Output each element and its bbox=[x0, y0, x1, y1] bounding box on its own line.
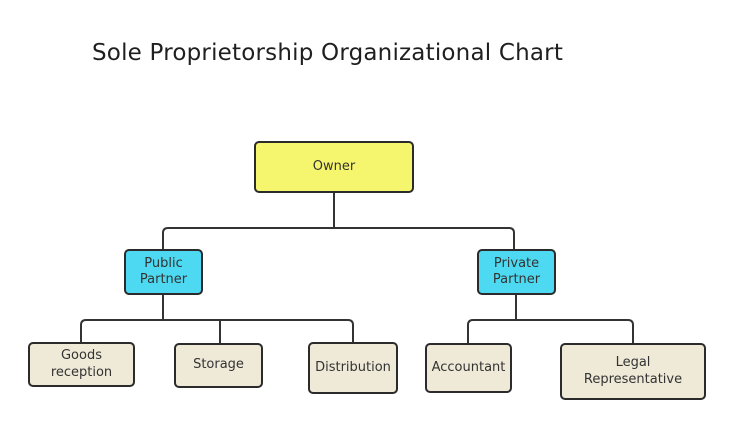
node-storage: Storage bbox=[174, 343, 263, 388]
node-distribution: Distribution bbox=[308, 342, 398, 394]
node-private-partner: Private Partner bbox=[477, 249, 556, 295]
node-owner: Owner bbox=[254, 141, 414, 193]
chart-title: Sole Proprietorship Organizational Chart bbox=[92, 40, 564, 66]
node-goods-reception: Goods reception bbox=[28, 342, 135, 387]
connector-left-bus bbox=[80, 319, 354, 342]
connector-root-bus bbox=[162, 227, 515, 249]
node-public-partner: Public Partner bbox=[124, 249, 203, 295]
node-accountant: Accountant bbox=[425, 343, 512, 393]
connector-right-bus bbox=[467, 319, 634, 343]
node-legal-representative: Legal Representative bbox=[560, 343, 706, 400]
